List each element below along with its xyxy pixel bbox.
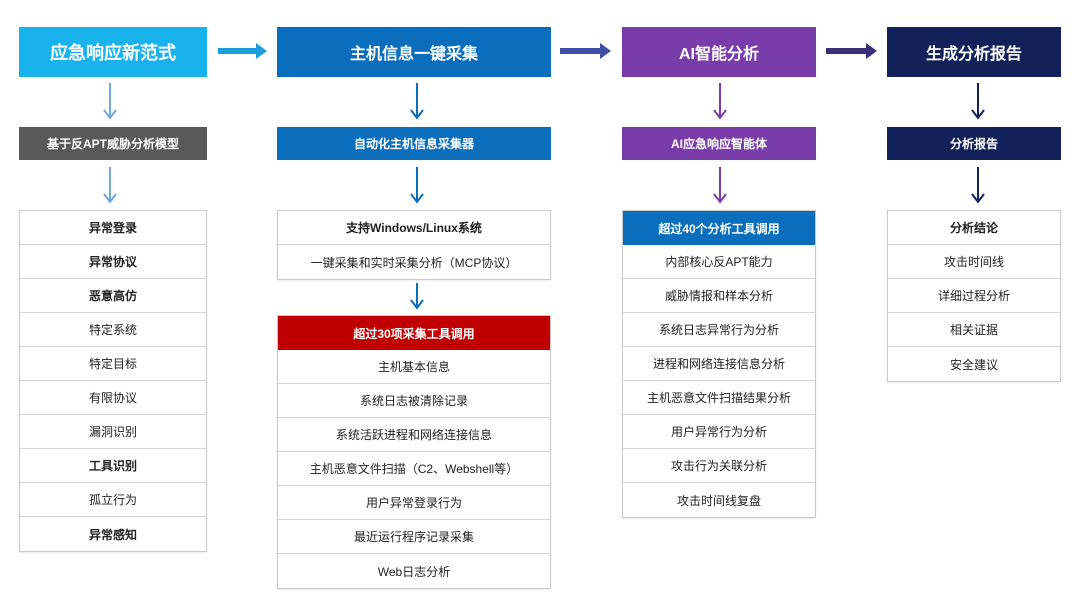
- analysis-tools-list: 超过40个分析工具调用 内部核心反APT能力 威胁情报和样本分析 系统日志异常行…: [622, 210, 816, 518]
- list-item: 用户异常登录行为: [278, 486, 550, 520]
- list-item: 系统活跃进程和网络连接信息: [278, 418, 550, 452]
- sub-apt-model: 基于反APT威胁分析模型: [19, 127, 207, 160]
- list-item: 威胁情报和样本分析: [623, 279, 815, 313]
- sub-auto-collector: 自动化主机信息采集器: [277, 127, 551, 160]
- list-item: 用户异常行为分析: [623, 415, 815, 449]
- header-host-collection: 主机信息一键采集: [277, 27, 551, 77]
- list-item: 特定系统: [20, 313, 206, 347]
- list-item: 有限协议: [20, 381, 206, 415]
- arrow-down-icon: [410, 83, 424, 310]
- list-item: 系统日志异常行为分析: [623, 313, 815, 347]
- list-item: 主机恶意文件扫描（C2、Webshell等）: [278, 452, 550, 486]
- header-report: 生成分析报告: [887, 27, 1061, 77]
- collector-features-list: 支持Windows/Linux系统 一键采集和实时采集分析（MCP协议）: [277, 210, 551, 280]
- list-item: 漏洞识别: [20, 415, 206, 449]
- collection-tools-list: 超过30项采集工具调用 主机基本信息 系统日志被清除记录 系统活跃进程和网络连接…: [277, 315, 551, 589]
- collection-tools-title: 超过30项采集工具调用: [278, 316, 550, 350]
- list-item: 主机恶意文件扫描结果分析: [623, 381, 815, 415]
- list-item: 异常登录: [20, 211, 206, 245]
- list-item: 攻击时间线复盘: [676, 493, 761, 508]
- list-item: 最近运行程序记录采集: [278, 520, 550, 554]
- list-item: 安全建议: [949, 357, 998, 372]
- list-item: 支持Windows/Linux系统: [278, 211, 550, 245]
- list-item: 主机基本信息: [278, 350, 550, 384]
- sub-ai-agent: AI应急响应智能体: [622, 127, 816, 160]
- list-item: 孤立行为: [20, 483, 206, 517]
- apt-model-list: 异常登录 异常协议 恶意高仿 特定系统 特定目标 有限协议 漏洞识别 工具识别 …: [19, 210, 207, 552]
- list-item: Web日志分析: [377, 564, 451, 579]
- list-item: 相关证据: [888, 313, 1060, 347]
- list-item: 特定目标: [20, 347, 206, 381]
- sub-report: 分析报告: [887, 127, 1061, 160]
- list-item: 内部核心反APT能力: [623, 245, 815, 279]
- header-ai-analysis: AI智能分析: [622, 27, 816, 77]
- list-item: 恶意高仿: [20, 279, 206, 313]
- arrow-right-icon: [218, 43, 267, 59]
- list-item: 一键采集和实时采集分析（MCP协议）: [310, 255, 518, 270]
- list-item: 详细过程分析: [888, 279, 1060, 313]
- report-contents-list: 分析结论 攻击时间线 详细过程分析 相关证据 安全建议: [887, 210, 1061, 382]
- list-item: 异常协议: [20, 245, 206, 279]
- list-item: 异常感知: [88, 527, 137, 542]
- list-item: 分析结论: [888, 211, 1060, 245]
- analysis-tools-title: 超过40个分析工具调用: [623, 211, 815, 245]
- arrow-right-icon: [560, 43, 611, 59]
- list-item: 系统日志被清除记录: [278, 384, 550, 418]
- list-item: 工具识别: [20, 449, 206, 483]
- list-item: 进程和网络连接信息分析: [623, 347, 815, 381]
- header-emergency-response: 应急响应新范式: [19, 27, 207, 77]
- arrow-down-icon: [103, 83, 117, 204]
- arrow-down-icon: [971, 83, 985, 204]
- list-item: 攻击时间线: [888, 245, 1060, 279]
- arrow-right-icon: [826, 43, 877, 59]
- list-item: 攻击行为关联分析: [623, 449, 815, 483]
- arrow-down-icon: [713, 83, 727, 204]
